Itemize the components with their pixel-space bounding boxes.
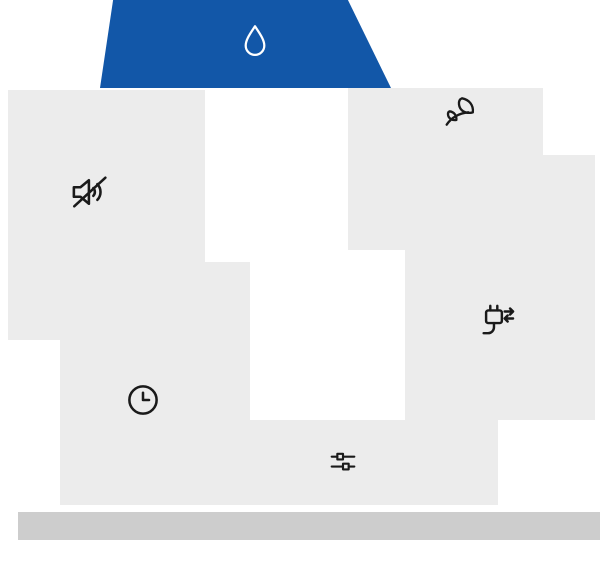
header-banner: [100, 0, 391, 88]
speaker-muted-icon: [72, 176, 107, 208]
mute-button[interactable]: [68, 170, 112, 214]
plug-sync-icon: [482, 304, 515, 335]
water-drop-icon: [237, 21, 273, 63]
clock-icon: [128, 385, 158, 415]
connect-button[interactable]: [477, 301, 519, 343]
leaf-icon: [445, 97, 475, 126]
sliders-icon: [330, 452, 356, 471]
panel-connect: [405, 155, 595, 420]
timer-button[interactable]: [124, 381, 162, 419]
bottom-bar: [18, 512, 600, 540]
settings-button[interactable]: [326, 446, 360, 480]
eco-button[interactable]: [439, 92, 479, 132]
panel-settings: [205, 420, 498, 505]
